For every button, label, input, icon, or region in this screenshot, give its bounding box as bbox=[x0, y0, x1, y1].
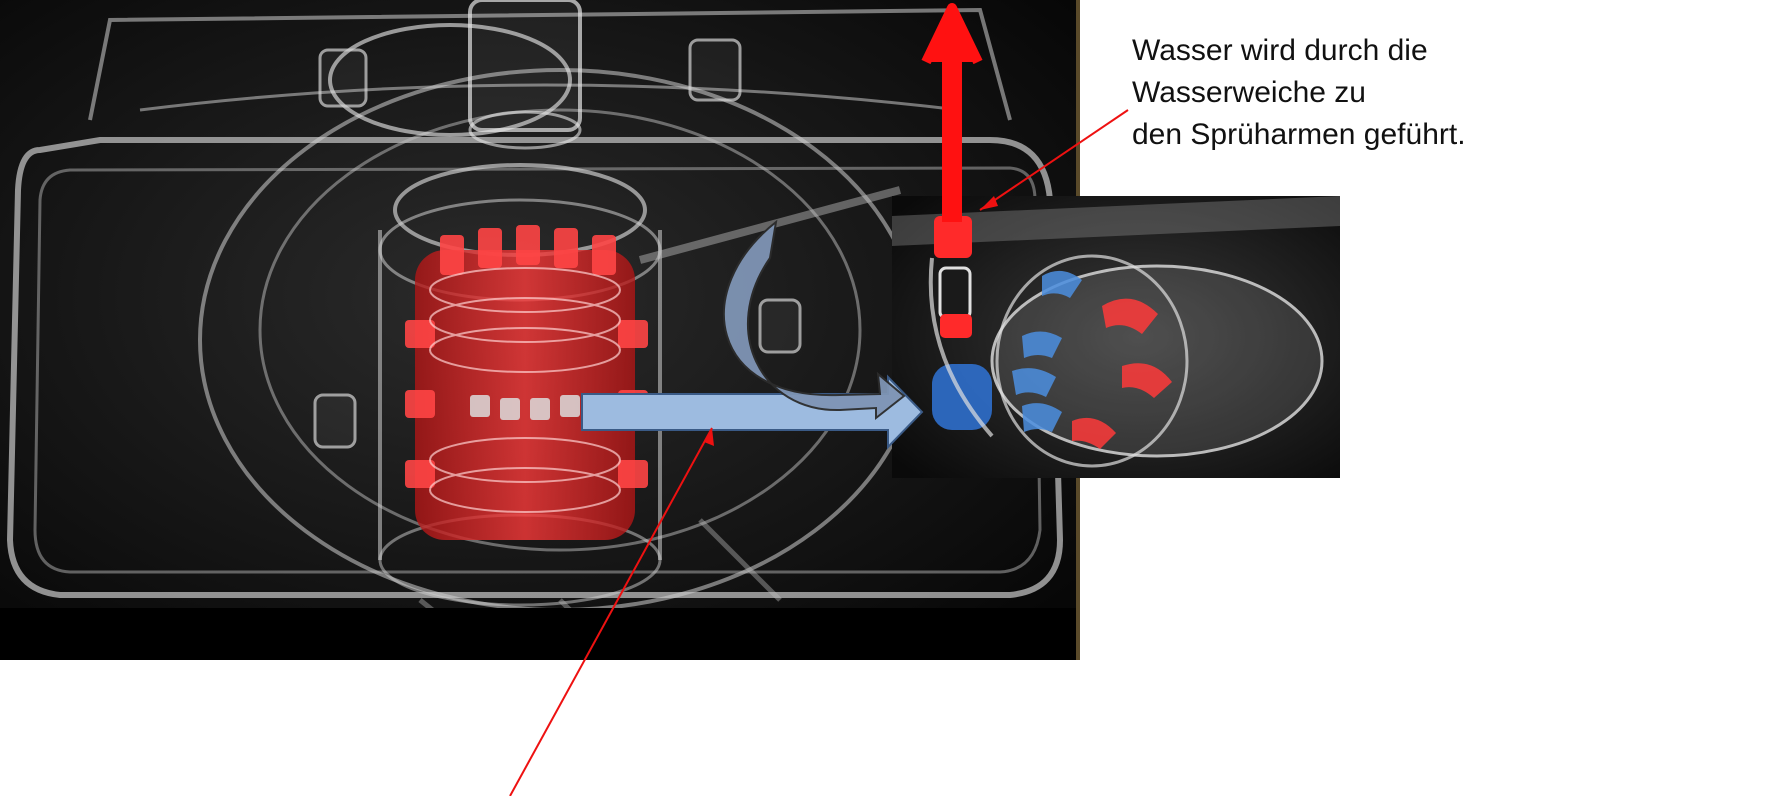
water-diverter-drawing bbox=[892, 196, 1340, 478]
red-impeller-cage bbox=[405, 225, 648, 540]
photo-bottom-bar bbox=[0, 608, 1080, 660]
water-diverter-inset-photo bbox=[892, 196, 1340, 478]
diverter-outlet bbox=[934, 216, 972, 258]
caption-line-1: Wasser wird durch die bbox=[1132, 30, 1772, 72]
caption-line-2: Wasserweiche zu bbox=[1132, 72, 1772, 114]
caption-line-3: den Sprüharmen geführt. bbox=[1132, 114, 1772, 156]
caption-text: Wasser wird durch die Wasserweiche zu de… bbox=[1132, 30, 1772, 156]
